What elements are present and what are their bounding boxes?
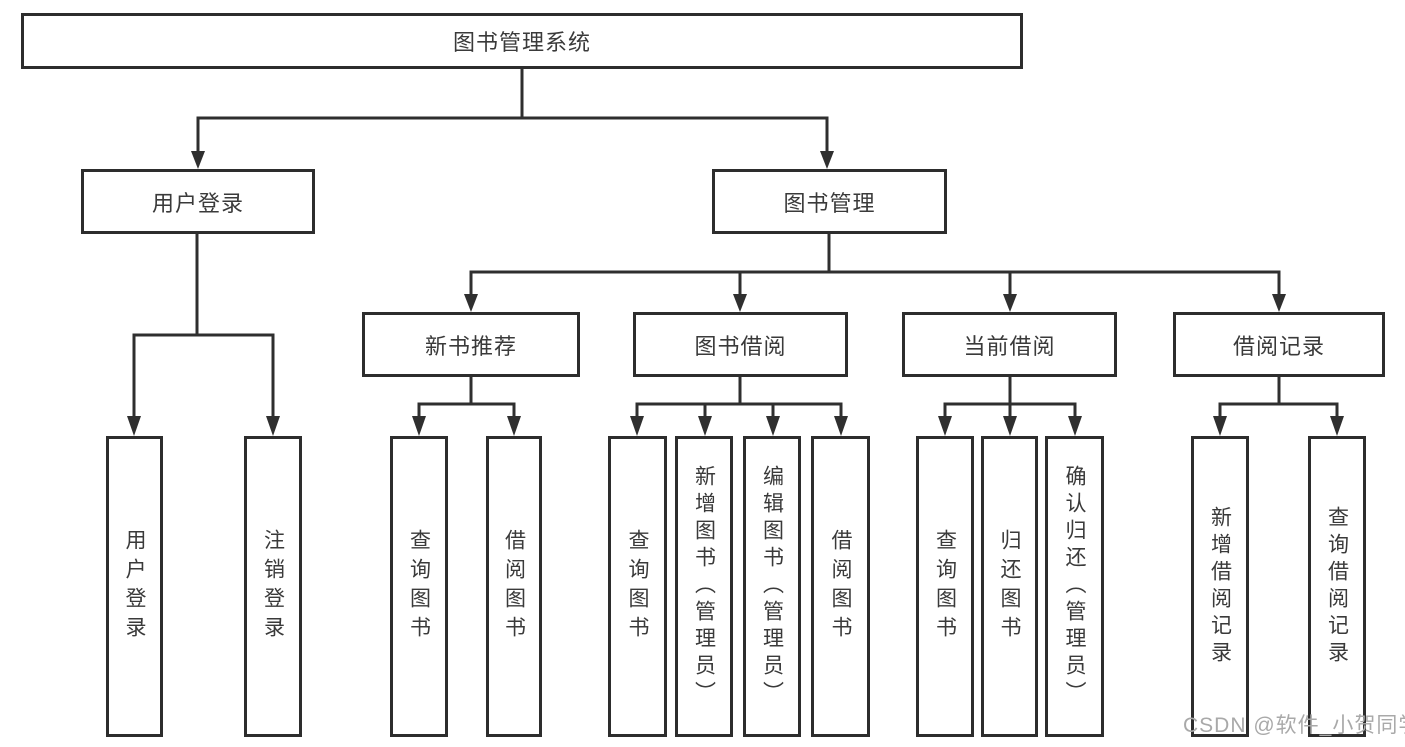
connector-current-borrow-to-leaves bbox=[938, 377, 1082, 436]
leaf-logout: 注销登录 bbox=[244, 436, 302, 737]
leaf-edit-books-admin: 编辑图书（管理员） bbox=[743, 436, 801, 737]
leaf-add-books-admin: 新增图书（管理员） bbox=[675, 436, 733, 737]
leaf-borrow-books-recommend: 借阅图书 bbox=[486, 436, 542, 737]
connector-new-book-recommend-to-leaves bbox=[412, 377, 521, 436]
node-user-login: 用户登录 bbox=[81, 169, 315, 234]
connector-book-management-to-level2 bbox=[464, 234, 1286, 312]
leaf-return-books: 归还图书 bbox=[981, 436, 1038, 737]
leaf-user-login: 用户登录 bbox=[106, 436, 163, 737]
leaf-query-borrow-record: 查询借阅记录 bbox=[1308, 436, 1366, 737]
connector-book-borrow-to-leaves bbox=[630, 377, 848, 436]
node-borrow-records: 借阅记录 bbox=[1173, 312, 1385, 377]
leaf-query-books-borrow: 查询图书 bbox=[608, 436, 667, 737]
leaf-confirm-return-admin: 确认归还（管理员） bbox=[1045, 436, 1104, 737]
node-current-borrow: 当前借阅 bbox=[902, 312, 1117, 377]
node-book-borrow: 图书借阅 bbox=[633, 312, 848, 377]
connector-user-login-to-leaves bbox=[127, 234, 280, 436]
node-book-management: 图书管理 bbox=[712, 169, 947, 234]
connector-borrow-records-to-leaves bbox=[1213, 377, 1344, 436]
leaf-query-books-current: 查询图书 bbox=[916, 436, 974, 737]
leaf-add-borrow-record: 新增借阅记录 bbox=[1191, 436, 1249, 737]
csdn-watermark: CSDN @软件_小贺同学 bbox=[1183, 714, 1405, 737]
leaf-query-books-recommend: 查询图书 bbox=[390, 436, 448, 737]
connector-root-to-level1 bbox=[191, 68, 834, 169]
leaf-borrow-books: 借阅图书 bbox=[811, 436, 870, 737]
node-library-management-system: 图书管理系统 bbox=[21, 13, 1023, 69]
node-new-book-recommend: 新书推荐 bbox=[362, 312, 580, 377]
